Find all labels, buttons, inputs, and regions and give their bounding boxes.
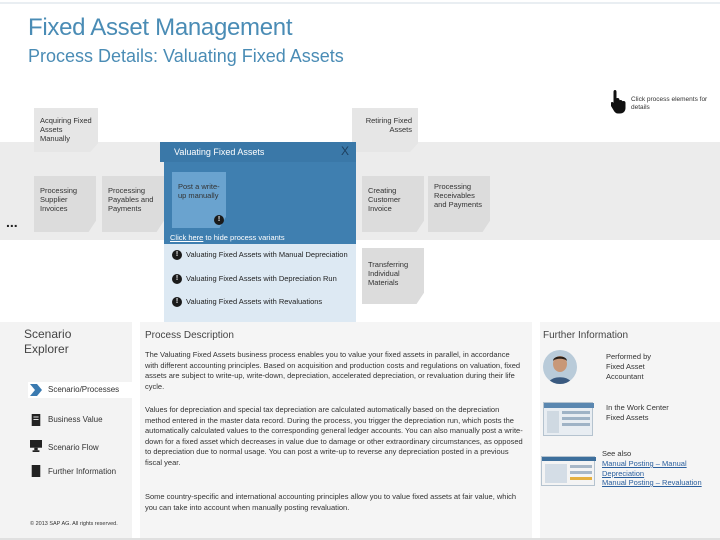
hide-variants-link[interactable]: Click here <box>170 233 203 242</box>
see-also-label: See also <box>602 449 631 459</box>
hint-text: Click process elements for details <box>631 96 711 112</box>
description-para-2: Values for depreciation and special tax … <box>145 405 523 468</box>
page-subtitle: Process Details: Valuating Fixed Assets <box>28 46 344 67</box>
process-acquiring[interactable]: Acquiring Fixed Assets Manually <box>34 108 98 152</box>
description-title: Process Description <box>145 330 234 341</box>
process-variants: ! Valuating Fixed Assets with Manual Dep… <box>164 244 356 324</box>
close-icon[interactable]: X <box>338 144 352 158</box>
variant-label: Valuating Fixed Assets with Revaluations <box>186 297 322 306</box>
further-title: Further Information <box>543 330 628 341</box>
valuating-header: Valuating Fixed Assets <box>160 142 356 162</box>
variant-depreciation-run[interactable]: ! Valuating Fixed Assets with Depreciati… <box>172 274 350 283</box>
role-label: Fixed Asset Accountant <box>606 362 676 381</box>
info-icon: ! <box>172 297 182 307</box>
page-title: Fixed Asset Management <box>28 14 292 42</box>
work-center-label: In the Work Center <box>606 403 669 413</box>
description-para-3: Some country-specific and international … <box>145 492 523 513</box>
page-icon <box>30 465 42 477</box>
monitor-icon <box>30 440 42 452</box>
process-transferring[interactable]: Transferring Individual Materials <box>362 248 424 304</box>
variant-label: Valuating Fixed Assets with Manual Depre… <box>186 250 348 259</box>
document-icon <box>30 414 42 426</box>
hide-variants-text: to hide process variants <box>203 233 284 242</box>
variant-label: Valuating Fixed Assets with Depreciation… <box>186 274 337 283</box>
process-retiring[interactable]: Retiring Fixed Assets <box>352 108 418 152</box>
hide-variants-row: Click here to hide process variants <box>164 232 356 244</box>
see-also-thumbnail <box>541 456 595 486</box>
manual-depreciation-link[interactable]: Manual Posting – Manual Depreciation <box>602 459 712 478</box>
info-icon[interactable]: ! <box>214 215 224 225</box>
revaluation-link[interactable]: Manual Posting – Revaluation <box>602 478 712 488</box>
process-receivables[interactable]: Processing Receivables and Payments <box>428 176 490 232</box>
variant-revaluations[interactable]: ! Valuating Fixed Assets with Revaluatio… <box>172 297 350 306</box>
info-icon: ! <box>172 274 182 284</box>
info-icon: ! <box>172 250 182 260</box>
process-payables[interactable]: Processing Payables and Payments <box>102 176 164 232</box>
copyright: © 2013 SAP AG. All rights reserved. <box>30 521 118 527</box>
avatar <box>543 350 577 384</box>
explorer-title: Scenario Explorer <box>24 327 71 357</box>
description-para-1: The Valuating Fixed Assets business proc… <box>145 350 523 392</box>
hand-pointer-icon <box>611 90 627 114</box>
performed-by-label: Performed by <box>606 352 651 362</box>
header-rule <box>0 2 720 4</box>
variant-manual-depreciation[interactable]: ! Valuating Fixed Assets with Manual Dep… <box>172 250 350 259</box>
process-supplier-invoices[interactable]: Processing Supplier Invoices <box>34 176 96 232</box>
more-icon[interactable]: ... <box>6 214 18 230</box>
chevron-arrow-icon <box>30 384 42 396</box>
process-customer-invoice[interactable]: Creating Customer Invoice <box>362 176 424 232</box>
work-center-name: Fixed Assets <box>606 413 649 423</box>
work-center-thumbnail <box>543 402 593 436</box>
